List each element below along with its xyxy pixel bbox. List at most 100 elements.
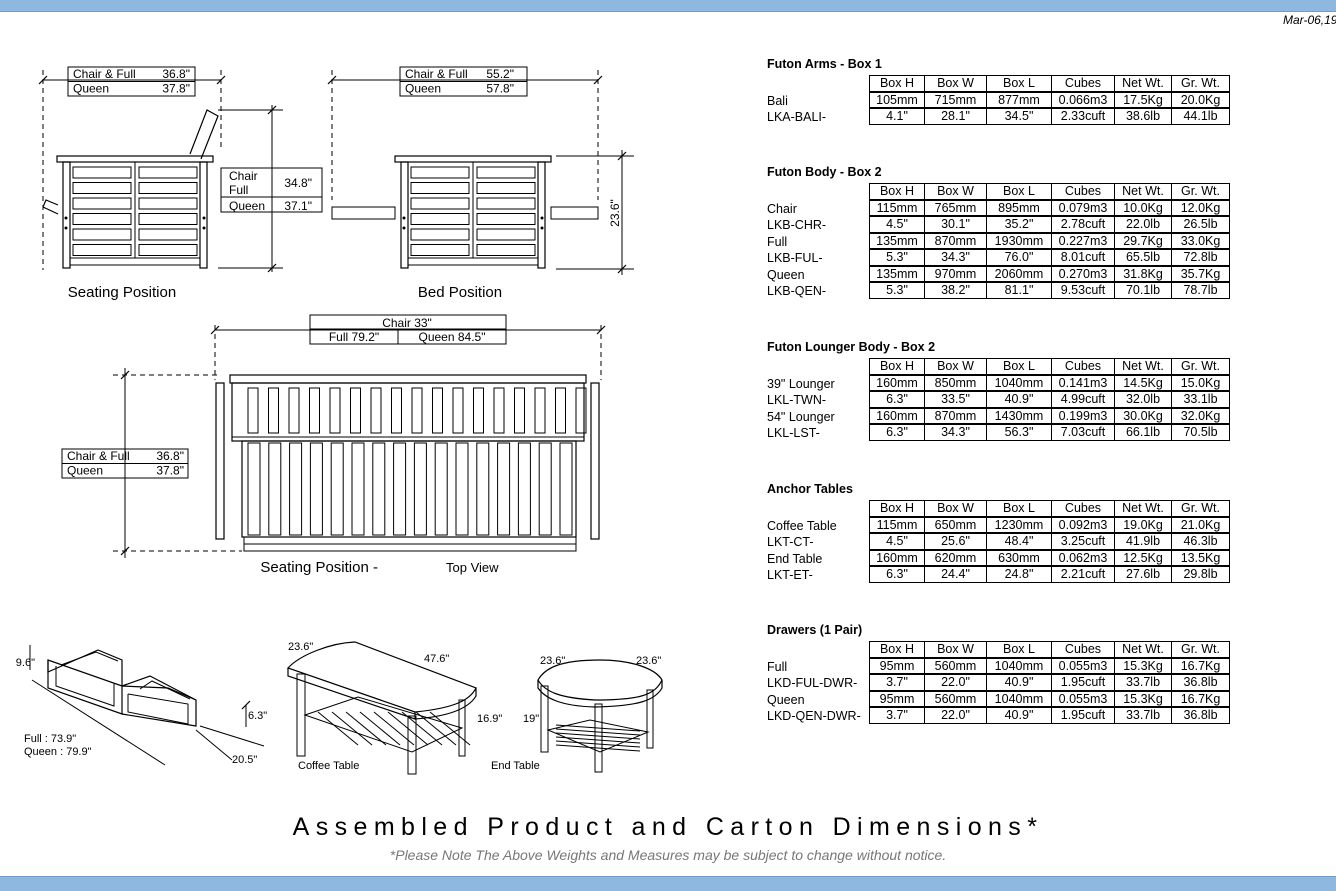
drawing-part <box>493 387 505 434</box>
drawing-part <box>329 387 341 434</box>
drawing-line <box>401 711 443 746</box>
table-cell: 6.3" <box>869 391 925 408</box>
drawing-part <box>268 387 279 434</box>
dimension-label: 23.6" <box>636 655 661 667</box>
table-cell: 22.0lb <box>1114 216 1172 233</box>
column-header: Cubes <box>1051 183 1115 200</box>
table-cell: 29.8lb <box>1171 566 1230 583</box>
row-label: 39" Lounger <box>767 376 835 391</box>
table-cell: 66.1lb <box>1114 424 1172 441</box>
dimension-label: 47.6" <box>424 653 449 665</box>
drawing-part <box>247 442 261 536</box>
date-stamp: Mar-06,19 <box>1283 13 1336 27</box>
drawing-line <box>429 711 471 746</box>
drawing-part <box>72 228 132 241</box>
column-header: Box W <box>924 75 987 92</box>
drawing-part <box>138 182 198 194</box>
drawing-part <box>72 197 132 210</box>
drawing-part <box>411 387 423 434</box>
table-cell: 1040mm <box>986 374 1052 391</box>
drawing-line <box>241 700 251 710</box>
table-cell: 715mm <box>924 91 987 108</box>
dimension-label: Queen <box>229 199 265 213</box>
drawing-part <box>402 216 406 220</box>
table-cell: 3.25cuft <box>1051 533 1115 550</box>
table-cell: 22.0" <box>924 674 987 691</box>
table-cell: 56.3" <box>986 424 1052 441</box>
section-title: Anchor Tables <box>767 482 853 496</box>
row-label: LKD-QEN-DWR- <box>767 709 861 723</box>
table-cell: 70.5lb <box>1171 424 1230 441</box>
table-cell: 4.1" <box>869 108 925 125</box>
coffee-table-label: Coffee Table <box>298 760 359 772</box>
drawing-part <box>497 442 511 536</box>
column-header: Box H <box>869 500 925 517</box>
section-title: Futon Body - Box 2 <box>767 165 882 179</box>
column-header: Cubes <box>1051 75 1115 92</box>
drawing-line <box>555 724 641 732</box>
drawing-part <box>575 387 587 434</box>
drawing-part <box>540 685 549 753</box>
column-header: Net Wt. <box>1114 641 1172 658</box>
drawing-part <box>538 442 552 536</box>
end-table-label: End Table <box>491 760 540 772</box>
dimension-label: Chair & Full <box>67 449 130 463</box>
drawing-part <box>64 216 68 220</box>
drawing-part <box>331 206 396 220</box>
drawing-line <box>317 711 359 746</box>
column-header: Box H <box>869 641 925 658</box>
table-cell: 8.01cuft <box>1051 249 1115 266</box>
table-cell: 10.0Kg <box>1114 199 1172 216</box>
table-cell: 95mm <box>869 690 925 707</box>
drawing-part <box>514 387 525 434</box>
table-cell: 0.199m3 <box>1051 407 1115 424</box>
table-cell: 95mm <box>869 657 925 674</box>
drawing-part <box>410 197 470 210</box>
drawing-part <box>60 651 119 666</box>
column-header: Cubes <box>1051 358 1115 375</box>
column-header: Box H <box>869 75 925 92</box>
table-cell: 20.0Kg <box>1171 91 1230 108</box>
drawing-part <box>476 244 536 256</box>
table-cell: 15.0Kg <box>1171 374 1230 391</box>
drawing-part <box>455 442 469 536</box>
dimension-label: 37.8" <box>162 82 190 96</box>
drawing-part <box>138 213 198 225</box>
table-cell: 70.1lb <box>1114 282 1172 299</box>
table-cell: 105mm <box>869 91 925 108</box>
table-cell: 16.7Kg <box>1171 690 1230 707</box>
drawing-part <box>69 257 201 266</box>
column-header: Box W <box>924 183 987 200</box>
disclaimer-note: *Please Note The Above Weights and Measu… <box>389 847 947 863</box>
table-cell: 31.8Kg <box>1114 265 1172 282</box>
column-header: Box L <box>986 183 1052 200</box>
table-cell: 40.9" <box>986 674 1052 691</box>
table-cell: 4.99cuft <box>1051 391 1115 408</box>
dimension-label: 37.8" <box>156 464 184 478</box>
drawing-part <box>555 387 566 434</box>
drawing-part <box>432 387 443 434</box>
row-label: Queen <box>767 267 805 282</box>
dimension-label: Full <box>229 183 248 197</box>
drawing-part <box>410 213 470 225</box>
drawing-part <box>476 182 536 194</box>
dimension-label: 16.9" <box>477 713 502 725</box>
column-header: Box L <box>986 500 1052 517</box>
row-label: Chair <box>767 201 797 216</box>
column-header: Box L <box>986 641 1052 658</box>
table-cell: 27.6lb <box>1114 566 1172 583</box>
drawing-part <box>410 182 470 194</box>
table-cell: 65.5lb <box>1114 249 1172 266</box>
table-cell: 24.4" <box>924 566 987 583</box>
table-cell: 33.1lb <box>1171 391 1230 408</box>
table-cell: 560mm <box>924 657 987 674</box>
